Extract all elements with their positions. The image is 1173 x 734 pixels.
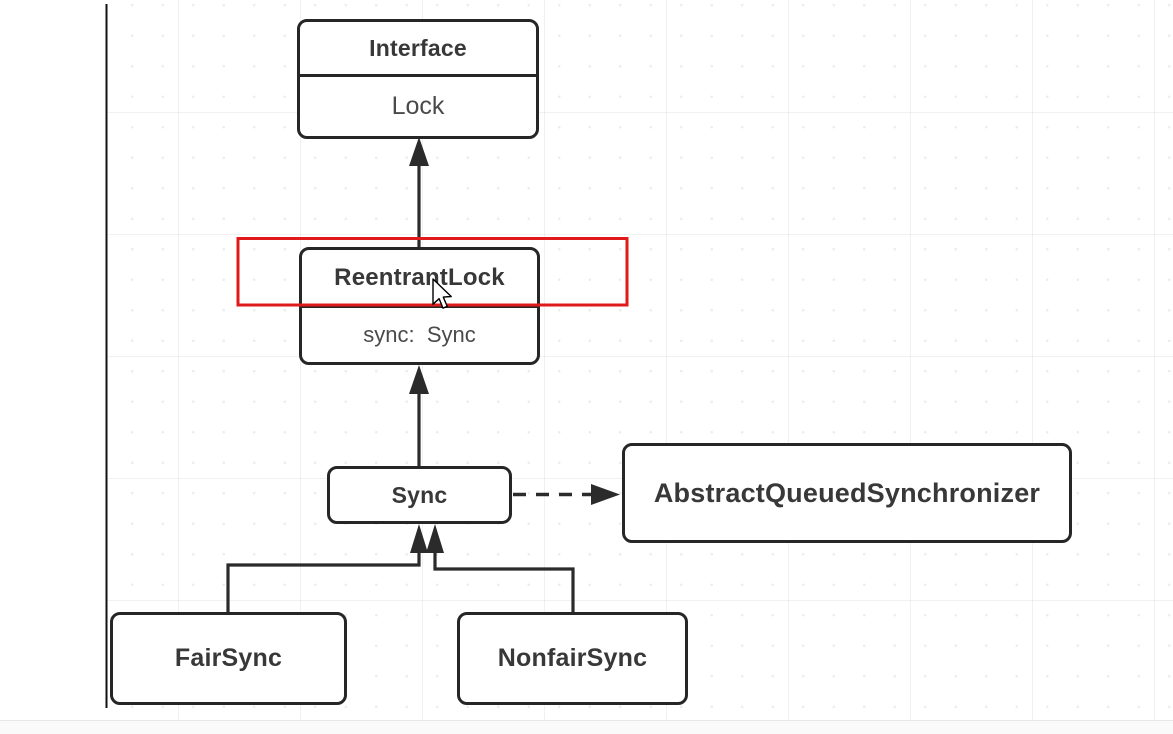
node-name-label: NonfairSync [497, 644, 648, 672]
node-lock-interface[interactable]: Interface Lock [297, 19, 539, 139]
node-name-label: ReentrantLock [302, 250, 537, 308]
node-name-label: Lock [391, 92, 445, 120]
node-name-label: Sync [391, 481, 448, 508]
node-attribute-label: sync: Sync [363, 322, 476, 347]
node-nonfairsync[interactable]: NonfairSync [457, 612, 688, 705]
node-name-label: AbstractQueuedSynchronizer [653, 477, 1041, 508]
node-fairsync[interactable]: FairSync [110, 612, 347, 705]
node-stereotype-label: Interface [300, 22, 536, 77]
node-sync[interactable]: Sync [327, 466, 512, 524]
node-abstractqueuedsynchronizer[interactable]: AbstractQueuedSynchronizer [622, 443, 1072, 543]
node-name-label: FairSync [174, 644, 283, 672]
node-reentrantlock[interactable]: ReentrantLock sync: Sync [299, 247, 540, 365]
bottom-bar [0, 720, 1173, 734]
